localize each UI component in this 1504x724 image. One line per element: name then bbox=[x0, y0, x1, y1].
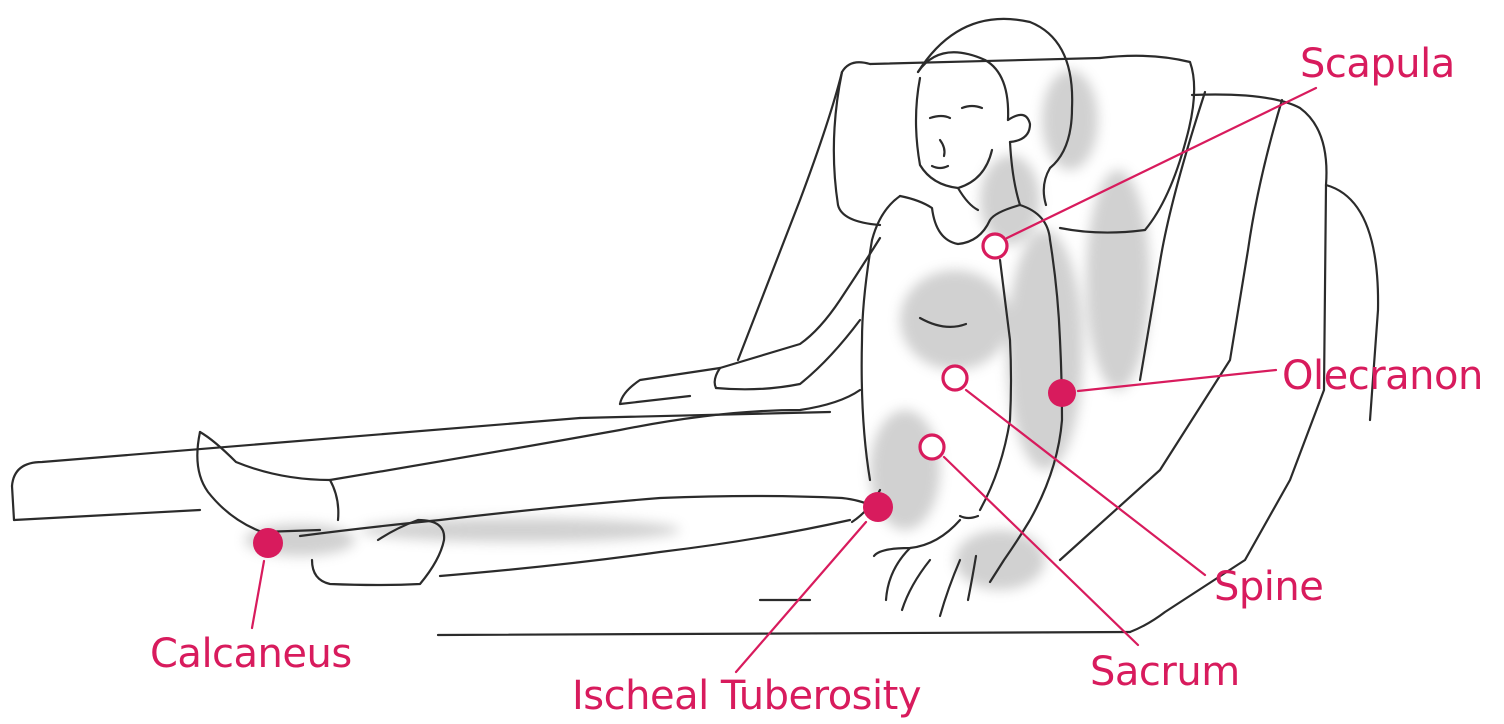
scapula-marker bbox=[983, 234, 1007, 258]
olecranon-marker bbox=[1048, 379, 1076, 407]
leader-line-calcaneus bbox=[252, 561, 264, 628]
label-olecranon: Olecranon bbox=[1282, 356, 1483, 396]
label-spine: Spine bbox=[1214, 567, 1323, 607]
leader-line-ischeal bbox=[736, 522, 866, 672]
spine-marker bbox=[943, 366, 967, 390]
ischeal-tuberosity-marker bbox=[863, 492, 893, 522]
label-sacrum: Sacrum bbox=[1090, 652, 1240, 692]
label-ischeal-tuberosity: Ischeal Tuberosity bbox=[572, 676, 921, 716]
calcaneus-marker bbox=[253, 528, 283, 558]
label-calcaneus: Calcaneus bbox=[150, 634, 352, 674]
label-scapula: Scapula bbox=[1300, 44, 1455, 84]
sacrum-marker bbox=[920, 435, 944, 459]
line-drawing bbox=[12, 19, 1378, 635]
pencil-shading bbox=[245, 70, 1150, 590]
arm-left bbox=[620, 238, 880, 404]
